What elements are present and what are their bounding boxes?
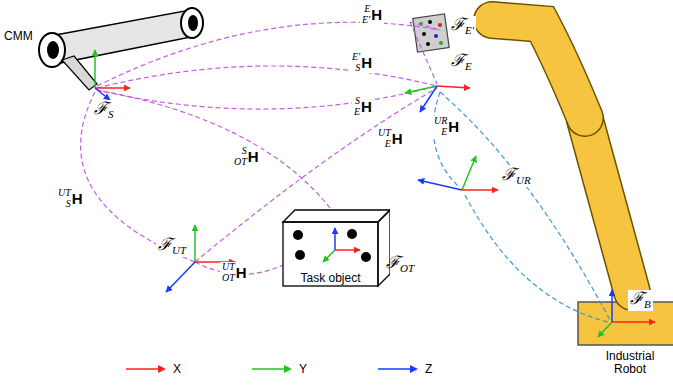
axis-swatch — [377, 364, 419, 374]
object-label: Task object — [283, 271, 378, 285]
frame-label: ℱE' — [449, 16, 476, 37]
transform-path — [81, 22, 440, 274]
axis-name: X — [173, 362, 181, 376]
transform-label: UTEH — [376, 128, 405, 149]
transform-label: UTSH — [56, 188, 85, 209]
frame-label: ℱE — [449, 52, 474, 73]
axis-name: Z — [425, 362, 432, 376]
frame-label: ℱB — [628, 290, 653, 311]
coordinate-frames — [95, 50, 655, 337]
frame-label: ℱUR — [500, 166, 533, 187]
legend-item: X — [125, 362, 181, 376]
part-name: CMM — [2, 30, 35, 43]
transform-label: UREH — [432, 116, 461, 137]
frame-label: ℱUT — [156, 236, 188, 257]
cmm-machine — [39, 8, 203, 90]
task-object: Task object — [280, 205, 390, 289]
part-name: Industrial Robot — [588, 350, 672, 375]
frame-label: ℱS — [92, 100, 116, 121]
axis-swatch — [125, 364, 167, 374]
legend-item: Y — [251, 362, 307, 376]
axis-name: Y — [299, 362, 307, 376]
transform-label: SOTH — [232, 146, 261, 167]
frame-label: ℱOT — [384, 254, 416, 275]
transform-label: SEH — [352, 96, 374, 117]
axis-legend: X Y Z — [125, 362, 432, 376]
industrial-robot — [413, 14, 673, 345]
transform-label: E'SH — [350, 52, 374, 73]
axis-swatch — [251, 364, 293, 374]
transform-label: EE'H — [360, 4, 384, 25]
legend-item: Z — [377, 362, 432, 376]
transform-label: UTOTH — [220, 262, 249, 283]
